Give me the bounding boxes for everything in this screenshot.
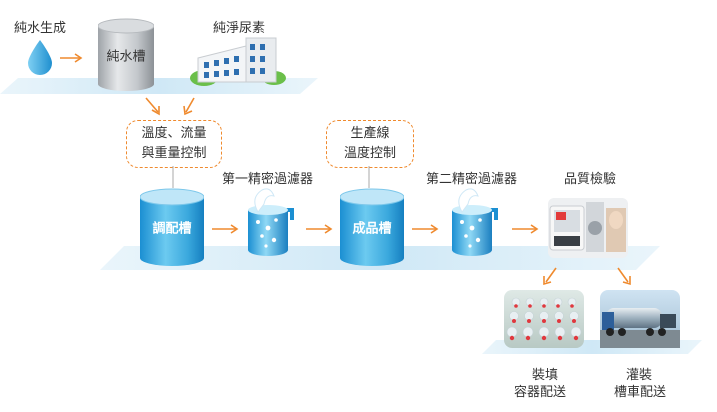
factory-icon (190, 37, 286, 86)
temp-flow-line1: 溫度、流量 (141, 126, 207, 141)
water-drop-icon (28, 40, 52, 75)
production-line-temp-control: 生產線 溫度控制 (326, 120, 414, 168)
pure-water-tank-label: 純水槽 (106, 49, 146, 65)
pure-water-gen-label: 純水生成 (14, 21, 67, 36)
prod-line-line1: 生產線 (350, 126, 390, 141)
mixing-tank: 調配槽 (140, 188, 204, 266)
container-delivery-line1: 裝填 (532, 368, 559, 383)
pure-urea-label: 純淨尿素 (213, 21, 266, 36)
mixing-tank-label: 調配槽 (152, 221, 192, 237)
arrow-filter2-to-inspection (512, 224, 539, 234)
second-filter-label: 第二精密過濾器 (426, 172, 518, 187)
bottles-icon (504, 290, 584, 348)
tanker-truck-icon (600, 290, 680, 348)
arrows-to-control (145, 97, 195, 116)
temp-flow-line2: 與重量控制 (141, 146, 207, 161)
pure-water-tank: 純水槽 (98, 18, 154, 92)
filter-icon (452, 188, 498, 256)
connector-control-1 (172, 166, 174, 188)
arrow-finished-to-filter2 (412, 224, 439, 234)
filter-icon (248, 188, 294, 256)
arrow-drop-to-tank (60, 53, 83, 63)
quality-check-label: 品質檢驗 (564, 172, 617, 187)
arrow-to-container-delivery (543, 267, 557, 286)
tanker-delivery-line2: 槽車配送 (614, 385, 667, 400)
finished-tank-label: 成品槽 (352, 221, 392, 237)
arrow-to-tanker-delivery (617, 267, 631, 286)
finished-tank: 成品槽 (340, 188, 404, 266)
tanker-delivery-line1: 灌裝 (626, 368, 653, 383)
arrow-filter1-to-finished (306, 224, 333, 234)
temp-flow-weight-control: 溫度、流量 與重量控制 (126, 120, 222, 168)
container-delivery-line2: 容器配送 (514, 385, 567, 400)
inspection-machine-icon (548, 198, 628, 258)
connector-control-2 (368, 166, 370, 188)
prod-line-line2: 溫度控制 (343, 146, 396, 161)
first-filter-label: 第一精密過濾器 (222, 172, 314, 187)
arrow-mix-to-filter1 (212, 224, 239, 234)
